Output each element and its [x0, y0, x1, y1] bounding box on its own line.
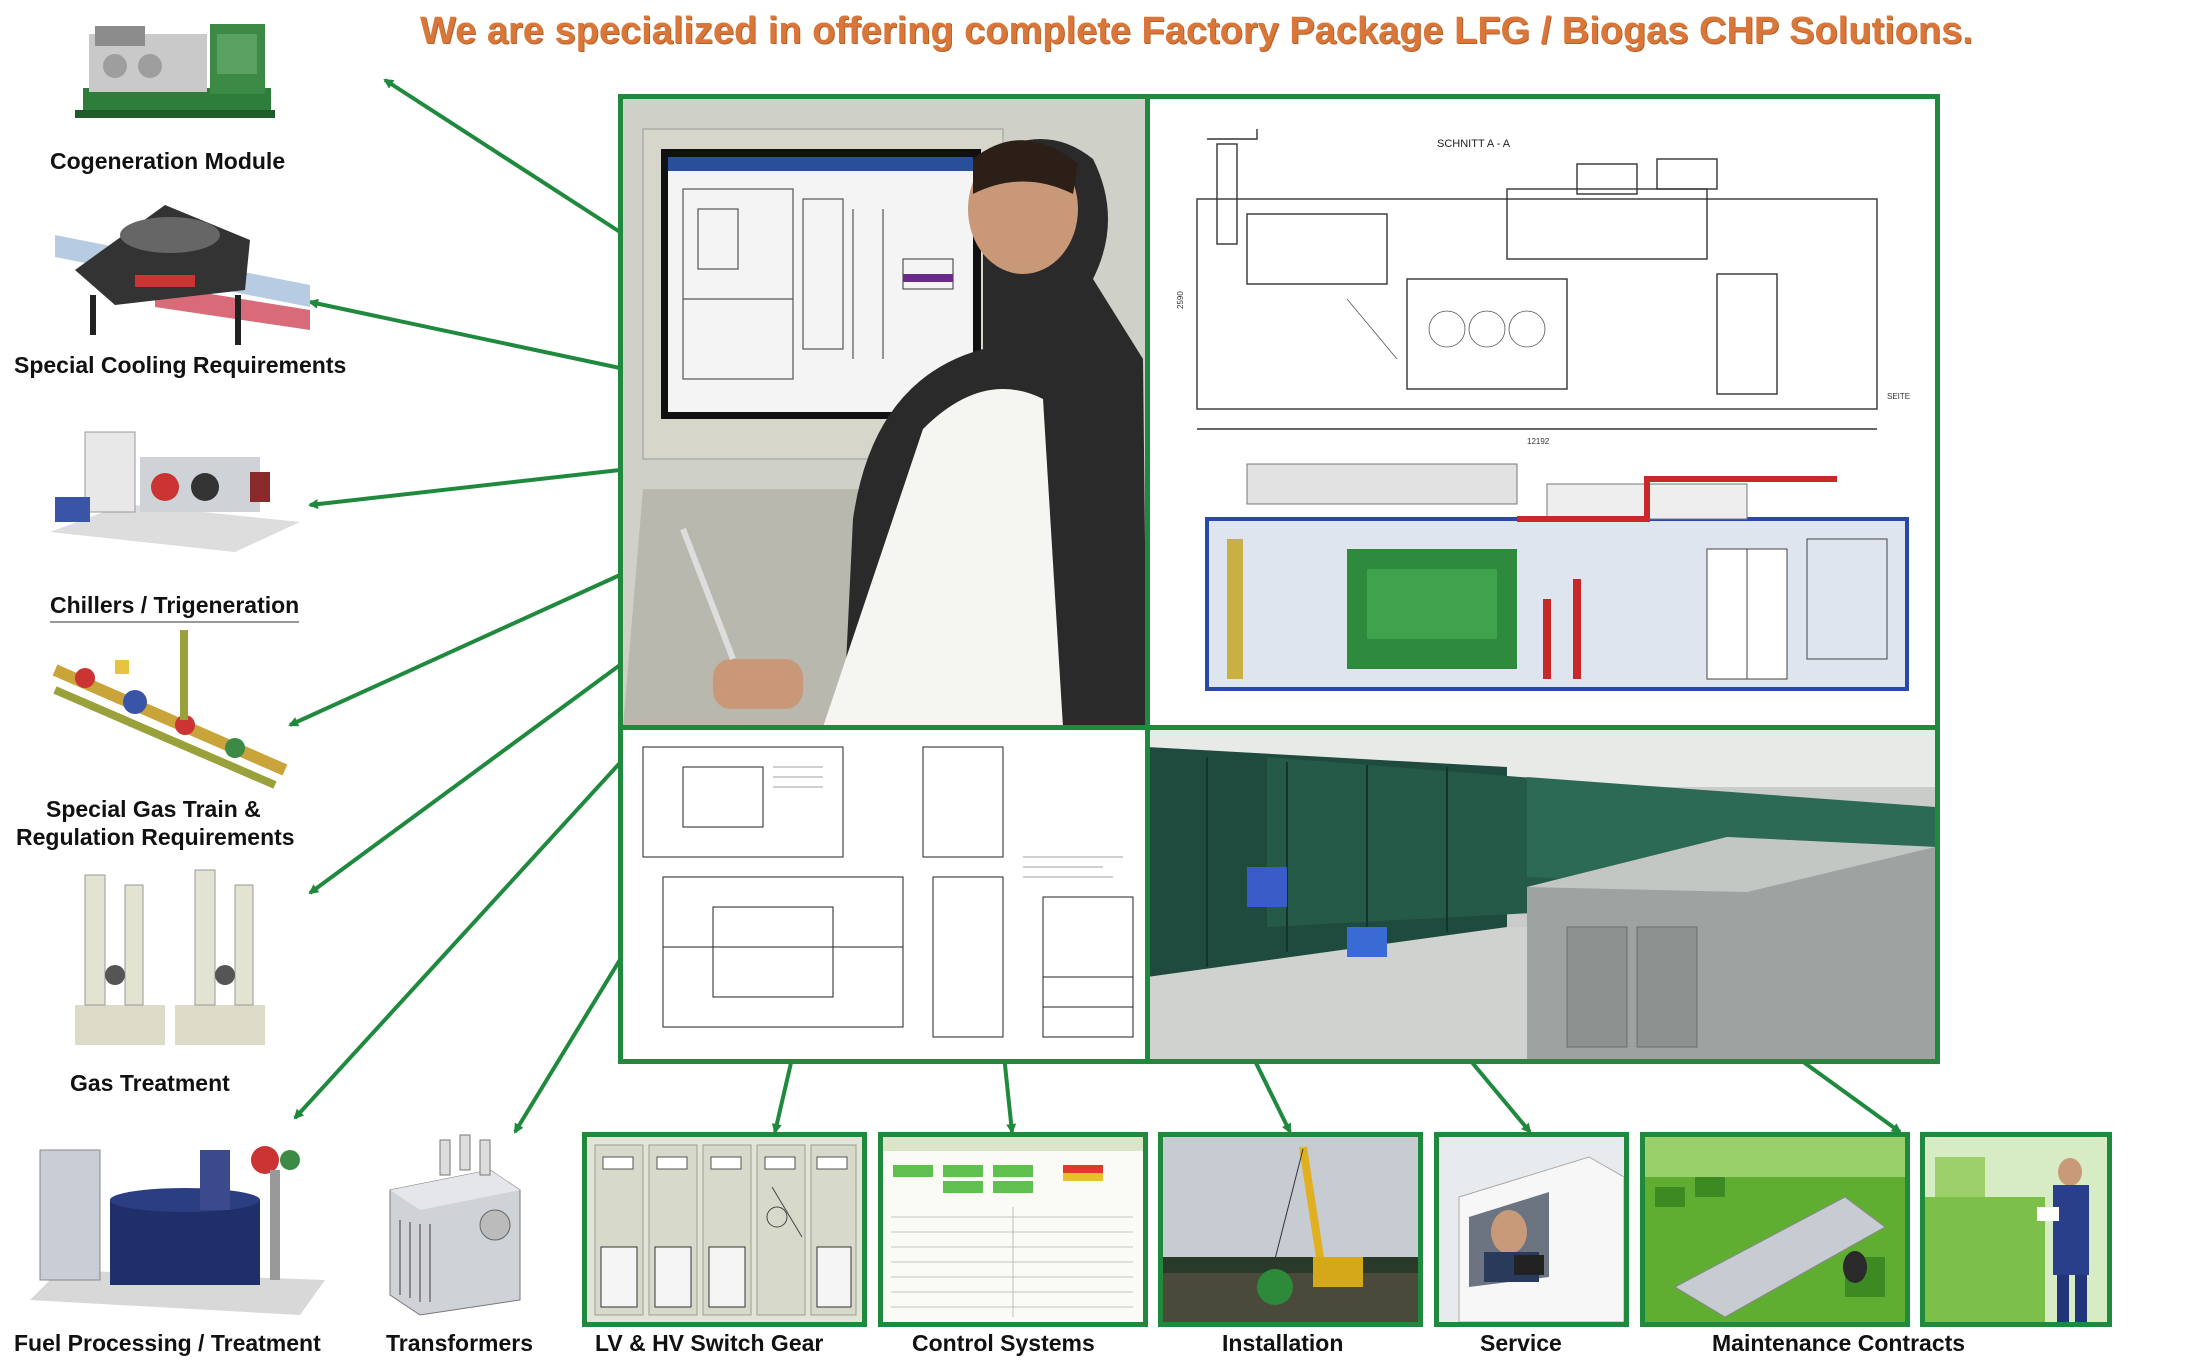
grid-divider-horizontal [623, 725, 1935, 730]
technical-drawing-panel [623, 727, 1147, 1059]
arrow-to-gas-train [288, 573, 621, 727]
gas-train-image [45, 630, 305, 790]
gas-train-label-2: Regulation Requirements [16, 824, 295, 850]
arrow-to-fuel-processing [293, 728, 652, 1120]
headline: We are specialized in offering complete … [420, 10, 1973, 52]
factory-hall-image [1147, 727, 1935, 1059]
cad-drawing-panel: SCHNITT A - A 12192 2590 SEITE [1147, 99, 1935, 727]
control-screen-image [878, 1132, 1148, 1327]
maintenance-image [1640, 1132, 1910, 1327]
dim-height: 2590 [1176, 291, 1185, 309]
gas-train-label-1: Special Gas Train & [46, 796, 261, 822]
cogeneration-module-image [75, 6, 275, 134]
dim-right: SEITE [1887, 392, 1910, 401]
drawing-title: SCHNITT A - A [1437, 138, 1511, 150]
gas-treatment-label: Gas Treatment [70, 1070, 230, 1096]
switchgear-label: LV & HV Switch Gear [595, 1330, 824, 1356]
arrow-to-chillers [308, 468, 621, 510]
cooling-unit-image [45, 195, 315, 355]
grid-divider-vertical [1145, 99, 1150, 1059]
gas-treatment-image [65, 855, 275, 1055]
crane-installation-image [1158, 1132, 1423, 1327]
service-label: Service [1480, 1330, 1562, 1356]
center-image-grid: SCHNITT A - A 12192 2590 SEITE [618, 94, 1940, 1064]
arrow-to-cogeneration [383, 78, 622, 234]
fuel-processing-label: Fuel Processing / Treatment [14, 1330, 321, 1356]
maintenance-label: Maintenance Contracts [1712, 1330, 1966, 1356]
transformer-image [380, 1130, 530, 1320]
control-systems-label: Control Systems [912, 1330, 1095, 1356]
fuel-processing-image [20, 1130, 330, 1325]
chillers-label: Chillers / Trigeneration [50, 592, 300, 623]
dim-width: 12192 [1527, 437, 1550, 446]
engineer-workstation-image [623, 99, 1147, 727]
cooling-label: Special Cooling Requirements [14, 352, 347, 378]
chiller-image [45, 412, 305, 562]
switchgear-image [582, 1132, 867, 1327]
maintenance-technician-image [1920, 1132, 2112, 1327]
cogeneration-module-label: Cogeneration Module [50, 148, 286, 174]
installation-label: Installation [1222, 1330, 1344, 1356]
arrow-to-gas-treatment [308, 663, 622, 895]
transformers-label: Transformers [386, 1330, 534, 1356]
service-van-image [1434, 1132, 1629, 1327]
arrow-to-cooling [308, 298, 621, 370]
